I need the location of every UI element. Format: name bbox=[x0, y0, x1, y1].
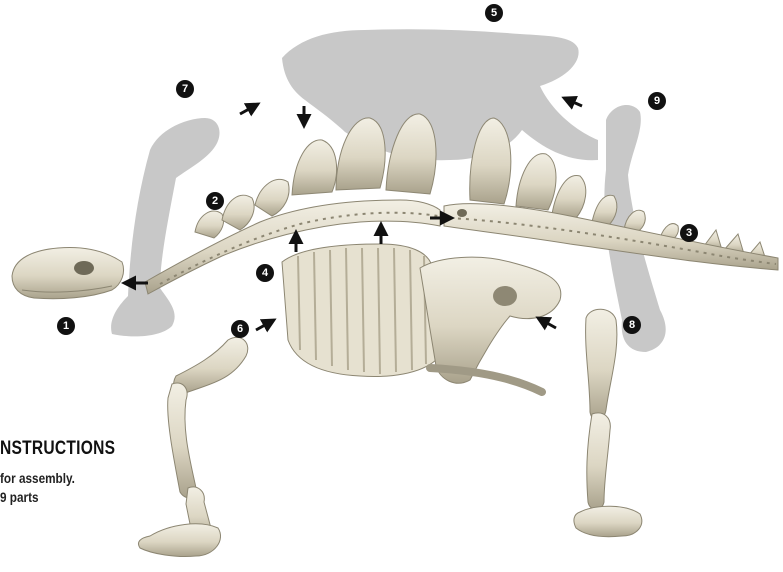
instruction-line-1: for assembly. bbox=[0, 470, 75, 486]
part-5-silhouette bbox=[282, 29, 598, 160]
part-marker-3: 3 bbox=[680, 224, 698, 242]
part-marker-6: 6 bbox=[231, 320, 249, 338]
part-marker-1: 1 bbox=[57, 317, 75, 335]
part-marker-8: 8 bbox=[623, 316, 641, 334]
part-6-front-leg bbox=[138, 337, 247, 556]
instruction-line-2: 9 parts bbox=[0, 489, 39, 505]
arrow-8 bbox=[538, 318, 556, 328]
part-4-ribcage bbox=[282, 244, 561, 392]
part-marker-7: 7 bbox=[176, 80, 194, 98]
arrow-9 bbox=[564, 98, 582, 106]
part-1-skull bbox=[12, 248, 124, 299]
part-marker-9: 9 bbox=[648, 92, 666, 110]
part-marker-5: 5 bbox=[485, 4, 503, 22]
part-marker-4: 4 bbox=[256, 264, 274, 282]
arrow-6 bbox=[256, 320, 274, 330]
instructions-heading: NSTRUCTIONS bbox=[0, 438, 115, 460]
dorsal-plates bbox=[195, 114, 766, 260]
arrow-7 bbox=[240, 104, 258, 114]
part-marker-2: 2 bbox=[206, 192, 224, 210]
